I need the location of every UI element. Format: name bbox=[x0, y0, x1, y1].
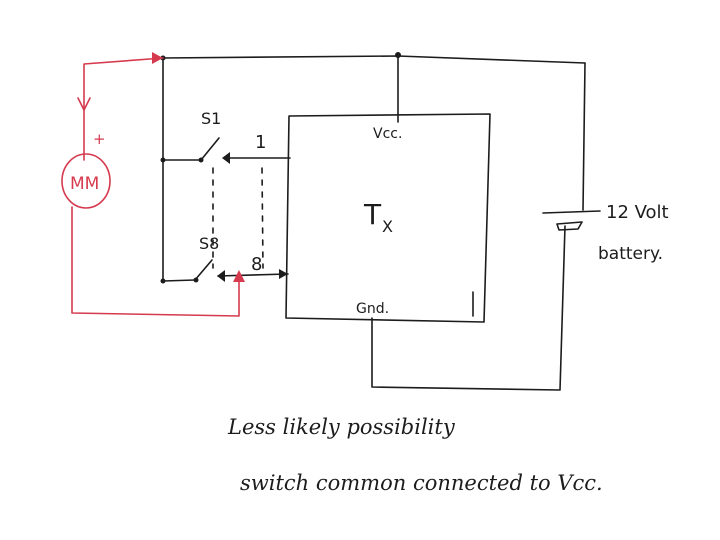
s8-blade bbox=[194, 259, 213, 281]
multimeter-body bbox=[61, 153, 111, 209]
arrow-s8-meter bbox=[233, 270, 245, 282]
label-input-1: 1 bbox=[255, 132, 266, 153]
multimeter-label: MM bbox=[70, 174, 99, 194]
battery-positive-wire bbox=[582, 62, 586, 211]
node-s8-left bbox=[160, 278, 166, 284]
node-vcc bbox=[395, 52, 401, 58]
label-tx: T bbox=[363, 198, 382, 231]
node-s8-contact bbox=[193, 277, 199, 283]
label-battery-voltage: 12 Volt bbox=[606, 202, 669, 223]
arrow-input8 bbox=[279, 269, 288, 279]
label-tx-subscript: X bbox=[382, 217, 393, 236]
battery-short-plate bbox=[556, 221, 583, 231]
top-rail-wire bbox=[162, 55, 586, 64]
caption-line-1: Less likely possibility bbox=[227, 415, 456, 439]
caption-line-2: switch common connected to Vcc. bbox=[240, 471, 603, 495]
label-s1: S1 bbox=[201, 109, 221, 128]
lead-tick bbox=[77, 97, 91, 111]
node-s1-left bbox=[160, 157, 166, 163]
arrow-s8 bbox=[217, 270, 225, 282]
meter-positive-lead bbox=[83, 57, 164, 161]
label-s8: S8 bbox=[199, 234, 219, 253]
battery-long-plate bbox=[542, 210, 601, 214]
s8-row-wire-right bbox=[217, 273, 289, 277]
label-vcc: Vcc. bbox=[373, 126, 402, 142]
arrow-s1 bbox=[222, 152, 230, 164]
s1-blade bbox=[200, 137, 220, 161]
label-input-8: 8 bbox=[251, 254, 262, 275]
meter-negative-lead bbox=[71, 206, 240, 317]
meter-plus-sign: + bbox=[93, 130, 106, 148]
gang-linkage-2 bbox=[261, 167, 264, 269]
battery-negative-wire bbox=[371, 225, 566, 391]
label-battery: battery. bbox=[598, 244, 663, 264]
node-s1-contact bbox=[198, 157, 204, 163]
s8-row-wire-left bbox=[162, 279, 196, 282]
arrow-top-rail bbox=[152, 52, 163, 64]
tx-box bbox=[285, 113, 491, 323]
label-gnd: Gnd. bbox=[356, 301, 389, 317]
